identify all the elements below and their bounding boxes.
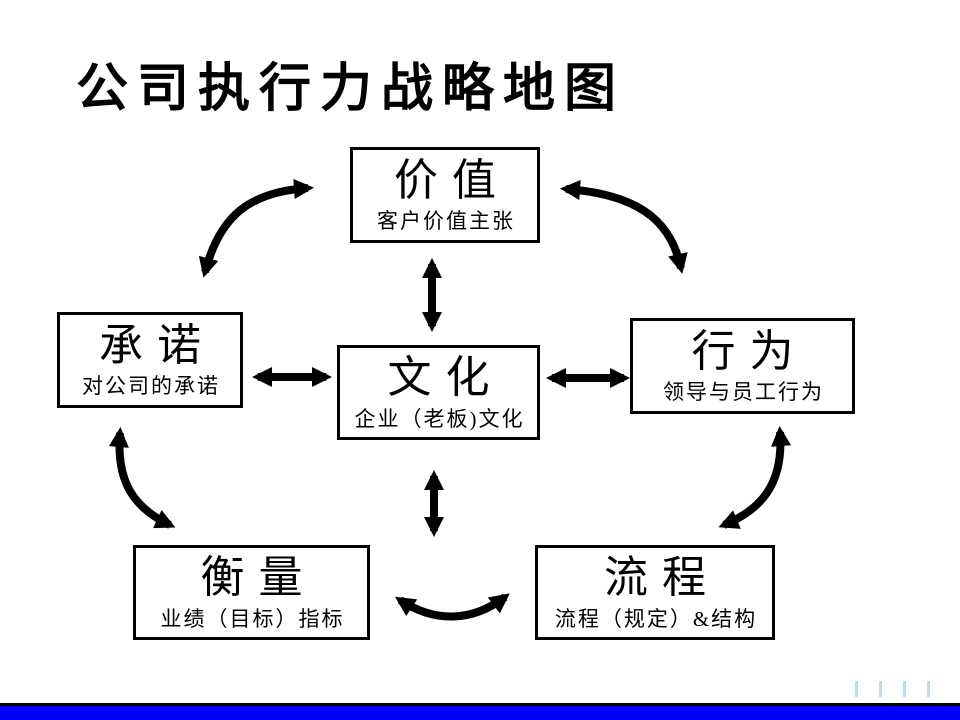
node-value: 价值 客户价值主张 bbox=[350, 147, 540, 243]
arrow-behavior-process bbox=[718, 426, 792, 529]
arrow-measure-process bbox=[394, 593, 510, 621]
node-behavior-title: 行为 bbox=[691, 326, 808, 376]
node-measure-title: 衡量 bbox=[200, 553, 317, 603]
arrow-commitment-value bbox=[198, 178, 314, 278]
node-culture: 文化 企业（老板)文化 bbox=[337, 345, 540, 440]
node-measure-subtitle: 业绩（目标）指标 bbox=[160, 606, 345, 631]
node-value-subtitle: 客户价值主张 bbox=[377, 209, 515, 234]
node-value-title: 价值 bbox=[394, 155, 510, 205]
node-culture-subtitle: 企业（老板)文化 bbox=[354, 406, 525, 431]
node-commitment: 承诺 对公司的承诺 bbox=[57, 312, 243, 408]
footer-tick bbox=[903, 681, 906, 697]
node-behavior-subtitle: 领导与员工行为 bbox=[663, 380, 824, 405]
arrow-value-behavior bbox=[560, 180, 688, 274]
footer-tick bbox=[927, 681, 930, 697]
footer-accent-bar bbox=[0, 703, 960, 720]
slide-title: 公司执行力战略地图 bbox=[76, 61, 626, 118]
node-commitment-title: 承诺 bbox=[99, 320, 215, 370]
footer-tick bbox=[855, 681, 858, 697]
node-process-title: 流程 bbox=[604, 553, 720, 603]
node-measure: 衡量 业绩（目标）指标 bbox=[133, 545, 370, 640]
footer-tick bbox=[879, 681, 882, 697]
node-commitment-subtitle: 对公司的承诺 bbox=[82, 374, 220, 399]
arrow-commitment-measure bbox=[108, 427, 176, 529]
node-behavior: 行为 领导与员工行为 bbox=[630, 318, 855, 414]
node-process: 流程 流程（规定）&结构 bbox=[535, 545, 775, 640]
node-culture-title: 文化 bbox=[387, 353, 504, 403]
node-process-subtitle: 流程（规定）&结构 bbox=[554, 606, 758, 631]
